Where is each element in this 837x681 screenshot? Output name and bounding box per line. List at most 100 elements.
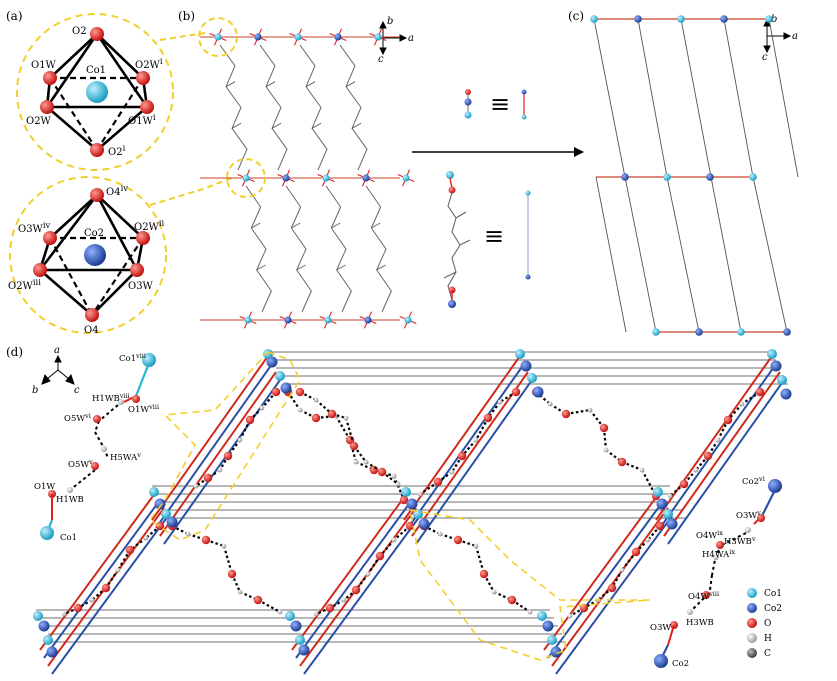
hbond-chain-atom xyxy=(341,597,347,603)
hbond-chain xyxy=(353,445,367,463)
methyl-b xyxy=(371,222,381,229)
hbond-chain xyxy=(535,391,551,405)
panel-b: (b) a b c ≡ xyxy=(178,9,584,329)
metal-node-b xyxy=(244,316,252,324)
methyl-b xyxy=(265,81,276,88)
metal-node-d xyxy=(663,509,673,519)
metal-column xyxy=(555,515,673,675)
hbond-chain-atom xyxy=(399,495,409,505)
legend-label-co1: Co1 xyxy=(764,589,782,599)
hbond-chain xyxy=(621,460,643,472)
hbond-chain-atom xyxy=(253,595,263,605)
hbond-chain-atom xyxy=(511,387,521,397)
hbond-chain xyxy=(451,455,463,473)
axis-c-d: c xyxy=(74,385,80,396)
methyl-b xyxy=(376,264,386,271)
metal-node-d xyxy=(532,386,544,398)
metal-node-d xyxy=(298,644,310,656)
label-o5w-vi: O5Wvi xyxy=(64,412,91,424)
hbond-chain xyxy=(222,545,234,575)
label-h1wb-viii: H1WBviii xyxy=(92,392,130,404)
node-bot-c xyxy=(652,328,660,336)
atom-o2w-ii xyxy=(136,231,150,245)
label-o1w: O1W xyxy=(31,60,57,71)
metal-node-d xyxy=(666,518,678,530)
label-o1w-viii: O1Wviii xyxy=(128,403,159,415)
hbond-chain-atom xyxy=(755,387,765,397)
panel-a: (a) O2 O1W O2Wi xyxy=(6,9,233,336)
hbond-chain-atom xyxy=(155,521,165,531)
hbond-chain-atom xyxy=(327,409,337,419)
axis-a-c: a xyxy=(792,31,798,42)
axis-c-c: c xyxy=(762,52,768,63)
hbond-chain-atom xyxy=(271,387,281,397)
metal-column xyxy=(295,499,413,659)
link-upper-c xyxy=(723,18,754,178)
hbond-chain-atom xyxy=(473,543,479,549)
hbond-chain-atom xyxy=(603,447,609,453)
node-bot-c xyxy=(783,328,791,336)
hbond-chain-atom xyxy=(277,609,283,615)
hbond-chain xyxy=(565,408,591,416)
network-3d xyxy=(33,349,792,675)
legend-swatch-o xyxy=(747,618,757,628)
legend-swatch-co1 xyxy=(747,588,757,598)
hbond-chain-atom xyxy=(343,415,349,421)
highlight-region-right xyxy=(408,509,651,661)
legend-label-o: O xyxy=(764,619,771,629)
metal-node-d xyxy=(43,635,53,645)
metal-node-d xyxy=(161,509,171,519)
label-o3w-iv: O3Wiv xyxy=(18,221,51,235)
node-top-c xyxy=(765,15,773,23)
hbond-chain xyxy=(669,483,685,497)
hbond-chain-atom xyxy=(201,535,211,545)
linker-b xyxy=(339,44,368,171)
transform-arrow xyxy=(412,147,584,157)
metal-node-b xyxy=(324,316,332,324)
axis-b-b: b xyxy=(387,16,393,27)
label-o1w-d: O1W xyxy=(34,482,55,492)
node-bot-c xyxy=(695,328,703,336)
linker-b xyxy=(325,185,352,313)
metal-node-d xyxy=(550,646,562,658)
methyl-b xyxy=(271,122,282,129)
metal-node-d xyxy=(38,620,50,632)
hbond-chain xyxy=(205,538,225,548)
atom-o4 xyxy=(85,308,99,322)
metal-column xyxy=(667,379,785,545)
hbond-chain-atom xyxy=(473,437,479,443)
node-mid-c xyxy=(749,173,757,181)
metal-column xyxy=(151,355,269,521)
methyl-b xyxy=(231,122,242,129)
link-lower-c xyxy=(595,176,627,333)
label-h3wb-d: H3WB xyxy=(686,618,714,628)
linker-b xyxy=(245,185,272,313)
metal-node-d xyxy=(46,646,58,658)
metal-node-d xyxy=(406,498,418,510)
hbond-chain-atom xyxy=(631,547,641,557)
hbond-chain xyxy=(381,471,399,485)
hbond-chain-atom xyxy=(607,583,617,593)
methyl-b xyxy=(336,264,346,271)
label-co2-d: Co2 xyxy=(672,659,689,669)
metal-column xyxy=(43,499,161,659)
hbond-chain xyxy=(287,391,301,411)
axes-indicator-c xyxy=(763,18,792,54)
methyl-b xyxy=(345,81,356,88)
axis-c-b: c xyxy=(378,54,384,65)
hbond-chain-atom xyxy=(217,467,223,473)
hbond-chain-atom xyxy=(497,399,503,405)
hbond-chain-atom xyxy=(391,537,397,543)
hbond-chain-atom xyxy=(491,589,497,595)
node-mid-c xyxy=(621,173,629,181)
hbond-chain-atom xyxy=(561,409,571,419)
label-h3wb-v: H3WBv xyxy=(724,535,756,547)
label-o2w-ii: O2Wii xyxy=(134,219,165,233)
hbond-chain-atom xyxy=(313,611,319,617)
linker-b xyxy=(299,44,328,171)
metal-column xyxy=(403,355,521,521)
linker-b xyxy=(285,185,312,313)
simplification-node: ≡ xyxy=(464,89,527,120)
hbond-chain xyxy=(695,455,709,471)
label-o3w: O3W xyxy=(128,281,154,292)
